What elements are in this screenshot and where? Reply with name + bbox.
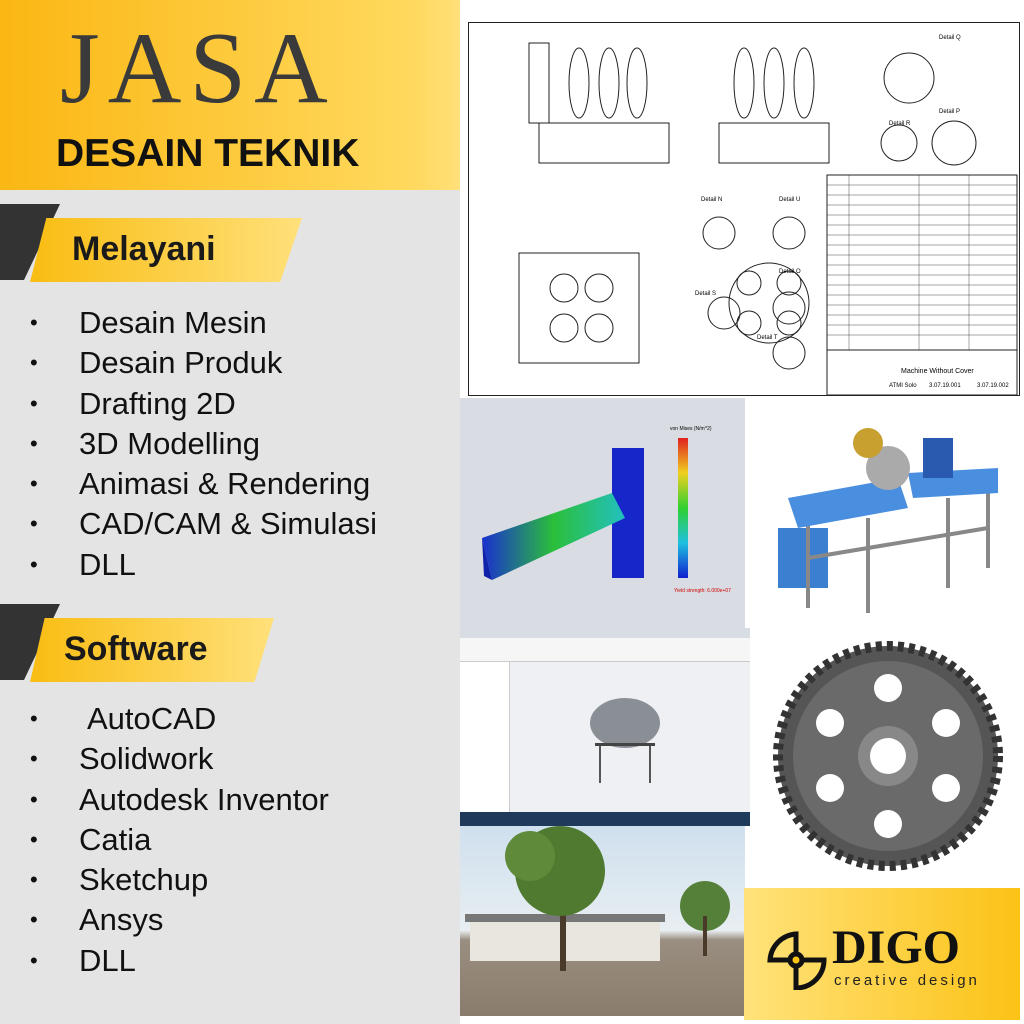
services-list: •Desain Mesin •Desain Produk •Drafting 2… [30,303,377,585]
detail-label: Detail N [701,197,723,203]
list-item: •DLL [30,942,136,978]
list-item: •CAD/CAM & Simulasi [30,506,377,542]
services-banner: Melayani [0,204,310,282]
detail-label: Detail Q [939,35,961,41]
detail-label: Detail R [889,121,911,127]
list-item: •Sketchup [30,862,209,898]
logo-mark-icon [767,931,827,990]
subtitle: DESAIN TEKNIK [56,132,360,175]
architecture-render-image [460,826,745,1016]
drawing-title: Machine Without Cover [901,368,974,375]
list-item: •AutoCAD [30,701,217,736]
machine-render-image [748,398,1020,628]
title: JASA [60,12,336,125]
technical-drawing: Detail Q Detail P Detail R Detail N Deta… [468,22,1020,396]
software-list: •AutoCAD •Solidwork •Autodesk Inventor •… [30,699,329,981]
list-item: •Autodesk Inventor [30,781,329,817]
software-banner: Software [0,604,280,682]
list-item: •Solidwork [30,741,214,777]
gear-render-image [750,628,1024,886]
list-item: •3D Modelling [30,425,260,461]
drawing-code: 3.07.19.002 [977,383,1009,389]
detail-label: Detail T [757,335,778,341]
yield-label: Yield strength: 6.000e+07 [674,588,731,594]
list-item: •Desain Mesin [30,305,267,340]
detail-label: Detail S [695,291,717,297]
list-item: •Catia [30,821,152,857]
legend-title: von Mises (N/m^2) [670,426,712,432]
list-item: •Drafting 2D [30,385,236,421]
fea-simulation-image: von Mises (N/m^2) Yield strength: 6.000e… [460,398,745,628]
digo-logo: DIGO creative design [744,888,1020,1020]
logo-tagline: creative design [834,972,980,989]
list-item: •Ansys [30,902,164,938]
cad-software-screenshot [460,628,750,826]
detail-label: Detail O [779,269,801,275]
list-item: •Desain Produk [30,345,283,381]
services-heading: Melayani [72,230,216,268]
logo-name: DIGO [832,921,961,974]
drawing-code: 3.07.19.001 [929,383,961,389]
list-item: •DLL [30,546,136,582]
software-heading: Software [64,630,208,668]
list-item: •Animasi & Rendering [30,466,371,502]
detail-label: Detail P [939,109,961,115]
header-banner [0,0,460,190]
drawing-company: ATMI Solo [889,383,917,389]
detail-label: Detail U [779,197,801,203]
